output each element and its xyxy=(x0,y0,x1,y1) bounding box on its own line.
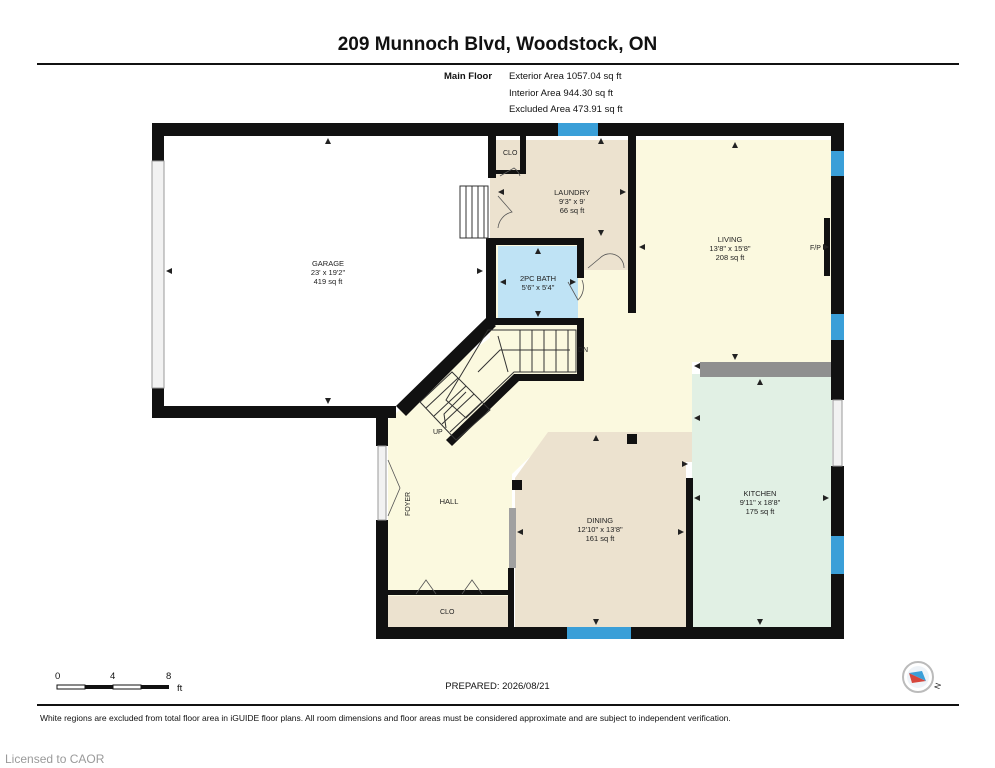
closet-right-wall xyxy=(508,568,514,630)
stair-right-wall xyxy=(577,318,584,380)
foyer-label: FOYER xyxy=(405,492,412,516)
garage-bottom-wall xyxy=(152,406,396,418)
front-door xyxy=(377,445,387,521)
excluded-area: Excluded Area 473.91 sq ft xyxy=(509,104,623,115)
disclaimer-text: White regions are excluded from total fl… xyxy=(40,713,731,723)
window-right-1 xyxy=(831,151,844,176)
garage-dims: 23' x 19'2" xyxy=(311,268,346,277)
kitchen-fill xyxy=(692,374,832,628)
laundry-living-wall xyxy=(628,136,636,270)
stairs-down-label: DN xyxy=(578,347,588,354)
window-bottom xyxy=(567,627,631,639)
window-top xyxy=(558,123,598,136)
dining-area: 161 sq ft xyxy=(586,534,616,543)
bath-dims: 5'6" x 5'4" xyxy=(522,283,555,292)
kitchen-name: KITCHEN xyxy=(744,489,777,498)
bath-name: 2PC BATH xyxy=(520,274,556,283)
title-divider xyxy=(37,63,959,65)
dining-name: DINING xyxy=(587,516,613,525)
column-2 xyxy=(512,480,522,490)
scale-tick-4: 4 xyxy=(110,671,116,682)
clo-bottom-label: CLO xyxy=(440,609,455,616)
hall-left-wall-bottom xyxy=(376,520,388,639)
window-right-3 xyxy=(831,536,844,574)
dining-partition xyxy=(509,508,516,568)
stairs xyxy=(419,185,577,441)
floor-label: Main Floor xyxy=(444,71,493,82)
right-wall-5 xyxy=(831,574,844,639)
laundry-dims: 9'3" x 9' xyxy=(559,197,586,206)
dining-fill xyxy=(515,432,692,628)
living-divider-wall xyxy=(628,265,636,313)
scale-unit: ft xyxy=(177,683,183,694)
bath-top-wall xyxy=(490,238,584,245)
right-wall-3 xyxy=(831,340,844,400)
fireplace-label: F/P xyxy=(810,245,821,252)
garage-wall-mid xyxy=(486,238,496,324)
hall-left-wall-top xyxy=(376,406,388,446)
scale-tick-8: 8 xyxy=(166,671,172,682)
top-wall xyxy=(152,123,844,136)
dining-kitchen-wall xyxy=(686,478,693,630)
right-wall-1 xyxy=(831,123,844,151)
living-dims: 13'8" x 15'8" xyxy=(709,244,750,253)
window-right-2 xyxy=(831,314,844,340)
bath-fill xyxy=(498,246,578,320)
scale-tick-0: 0 xyxy=(55,671,61,682)
diagonal-wall-stair xyxy=(446,374,520,446)
garage-area: 419 sq ft xyxy=(314,277,344,286)
bath-right-wall xyxy=(577,238,584,278)
closet-bottom-fill xyxy=(388,596,510,628)
garage-left-wall-top xyxy=(152,123,164,161)
footer-divider xyxy=(37,704,959,706)
kitchen-dims: 9'11" x 18'8" xyxy=(740,498,781,507)
right-wall-4 xyxy=(831,466,844,536)
laundry-area: 66 sq ft xyxy=(560,206,586,215)
kitchen-area: 175 sq ft xyxy=(746,507,776,516)
diagonal-wall-left xyxy=(396,318,496,416)
dimension-arrows xyxy=(166,138,829,625)
compass-icon: N xyxy=(902,661,944,693)
stairs-up-label: UP xyxy=(433,429,443,436)
scale-bar xyxy=(56,684,169,690)
license-watermark: Licensed to CAOR xyxy=(5,752,105,766)
laundry-name: LAUNDRY xyxy=(554,188,590,197)
living-area: 208 sq ft xyxy=(716,253,746,262)
dining-dims: 12'10" x 13'8" xyxy=(577,525,623,534)
interior-area: Interior Area 944.30 sq ft xyxy=(509,88,614,99)
hall-name: HALL xyxy=(440,497,459,506)
clo-wall-bottom xyxy=(496,170,526,174)
stair-bottom-wall xyxy=(514,374,584,381)
prepared-date: PREPARED: 2026/08/21 xyxy=(445,681,550,692)
door-swings xyxy=(387,167,625,595)
page-title: 209 Munnoch Blvd, Woodstock, ON xyxy=(337,34,658,55)
garage-door xyxy=(151,160,165,389)
kitchen-counter xyxy=(700,362,831,377)
bath-bottom-wall xyxy=(490,318,584,325)
compass-letter: N xyxy=(933,682,944,691)
column-1 xyxy=(627,434,637,444)
garage-name: GARAGE xyxy=(312,259,344,268)
clo-top-label: CLO xyxy=(503,150,518,157)
living-name: LIVING xyxy=(718,235,743,244)
living-hall-fill xyxy=(388,140,831,510)
closet-top-wall xyxy=(388,590,512,595)
clo-wall xyxy=(520,136,526,174)
kitchen-door xyxy=(832,399,843,467)
exterior-area: Exterior Area 1057.04 sq ft xyxy=(509,71,622,82)
right-wall-2 xyxy=(831,176,844,314)
garage-laundry-wall-top xyxy=(488,136,496,178)
foyer-fill xyxy=(388,440,512,596)
